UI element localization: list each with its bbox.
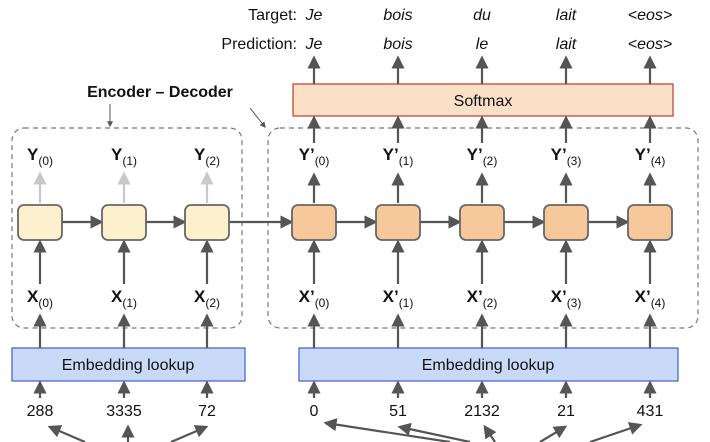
encoder-output-label: Y(1) [111,145,137,168]
decoder-input-label: X’(4) [635,287,666,310]
target-label: Target: [248,7,297,24]
cells [17,204,673,241]
decoder-token-id: 431 [637,403,664,420]
decoder-embedding-box [298,347,679,382]
decoder-output-label: Y’(0) [299,145,330,168]
arrows [33,55,657,442]
prediction-label: Prediction: [221,36,297,53]
encoder-token-id: 3335 [106,403,142,420]
encoder-rnn-cell [184,204,230,241]
encoder-output-label: Y(0) [27,145,53,168]
encoder-input-label: X(2) [194,287,220,310]
target-word: Je [305,7,323,24]
prediction-words: Je bois le lait <eos> [305,36,673,53]
target-word: du [473,7,491,24]
incoming-arrow-encoder [47,425,86,442]
encoder-input-label: X(0) [27,287,53,310]
decoder-rnn-cell [291,204,337,241]
prediction-word: lait [556,36,577,53]
decoder-rnn-cell [459,204,505,241]
target-words: Je bois du lait <eos> [305,7,673,24]
decoder-input-label: X’(3) [551,287,582,310]
decoder-input-label: X’(0) [299,287,330,310]
encoder-group [11,127,243,329]
encoder-input-label: X(1) [111,287,137,310]
decoder-token-id: 21 [557,403,575,420]
decoder-token-id: 51 [389,403,407,420]
token-ids: 288 3335 72 0 51 2132 21 431 [27,403,664,420]
encoder-embedding-label: Embedding lookup [62,357,195,374]
prediction-word: bois [383,36,412,53]
incoming-arrow-decoder [323,418,451,442]
incoming-arrow-decoder [589,422,643,442]
title-arrow-decoder [249,107,266,128]
incoming-arrow-encoder [170,425,209,442]
decoder-input-label: X’(2) [467,287,498,310]
encoder-token-id: 72 [198,403,216,420]
encoder-rnn-cell [17,204,63,241]
symbols: Y(0) Y(1) Y(2) Y’(0) Y’(1) Y’(2) Y’(3) Y’(4) X(0… [27,145,665,310]
decoder-rnn-cell [627,204,673,241]
target-word: <eos> [628,7,672,24]
decoder-token-id: 2132 [464,403,500,420]
decoder-token-id: 0 [310,403,319,420]
target-word: lait [556,7,577,24]
target-word: bois [383,7,412,24]
decoder-output-label: Y’(4) [635,145,666,168]
encoder-output-label: Y(2) [194,145,220,168]
decoder-embedding-label: Embedding lookup [422,357,555,374]
encoder-token-id: 288 [27,403,54,420]
decoder-rnn-cell [375,204,421,241]
incoming-arrow-decoder [539,425,568,442]
softmax-label: Softmax [454,93,513,110]
prediction-word: Je [305,36,323,53]
prediction-word: le [476,36,489,53]
decoder-output-label: Y’(2) [467,145,498,168]
prediction-word: <eos> [628,36,672,53]
encoder-rnn-cell [101,204,147,241]
decoder-input-label: X’(1) [383,287,414,310]
decoder-rnn-cell [543,204,589,241]
diagram-title: Encoder – Decoder [87,84,233,101]
incoming-arrow-decoder [397,422,471,442]
decoder-output-label: Y’(3) [551,145,582,168]
softmax-box [292,83,674,117]
decoder-output-label: Y’(1) [383,145,414,168]
incoming-arrow-decoder [483,424,497,442]
